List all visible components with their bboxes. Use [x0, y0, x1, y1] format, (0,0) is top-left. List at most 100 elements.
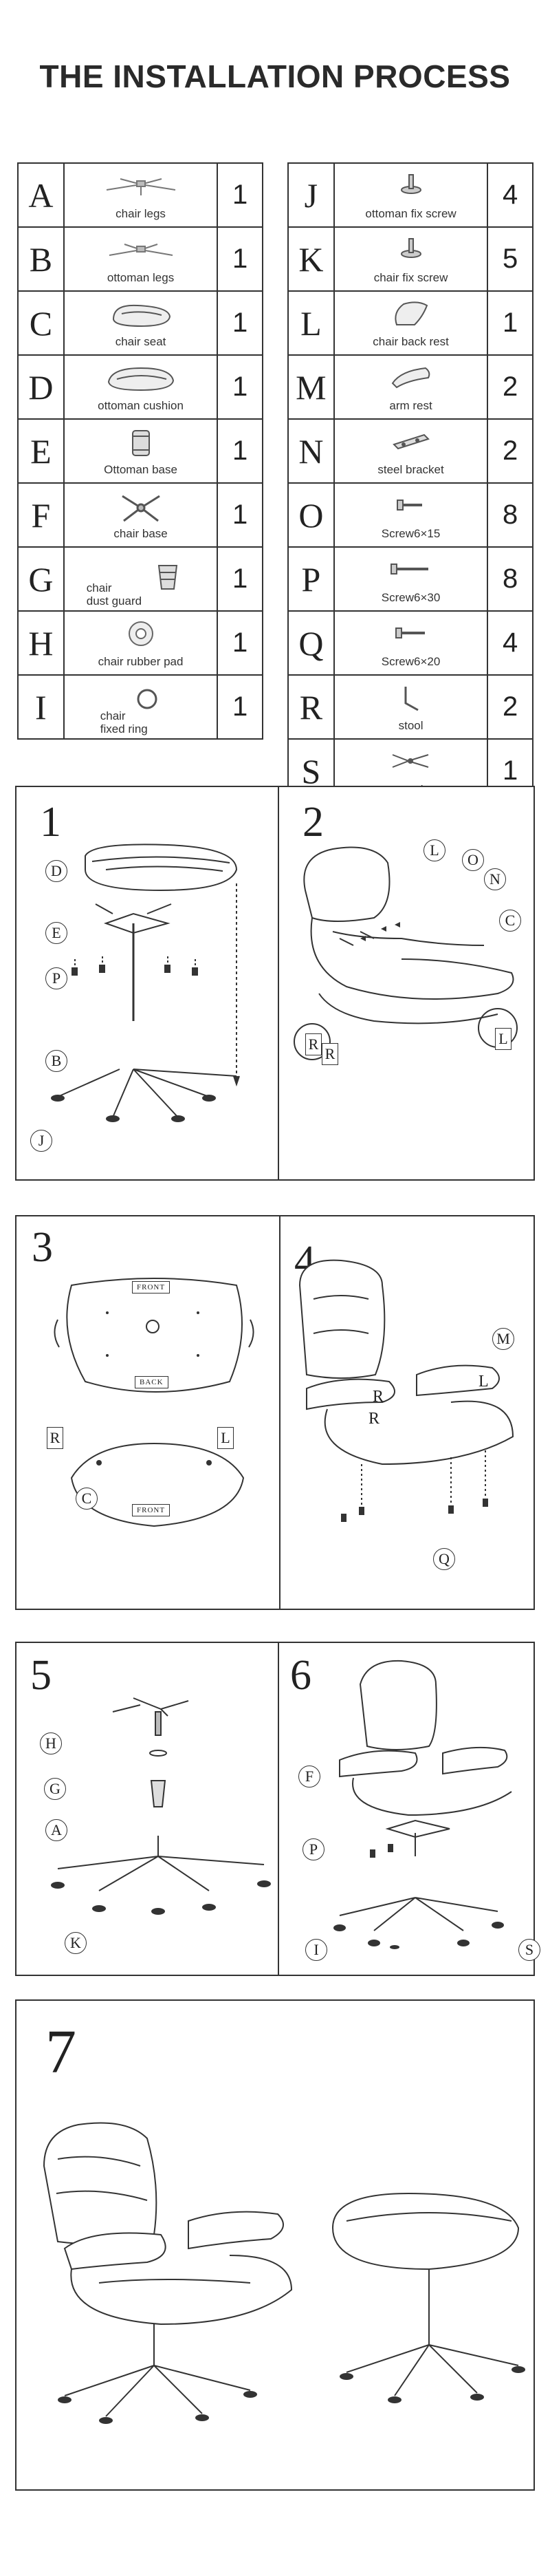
- callout-E: E: [45, 922, 67, 944]
- callout-F: F: [298, 1765, 320, 1788]
- step-number: 2: [302, 799, 324, 846]
- part-name: chair legs: [116, 207, 166, 220]
- part-letter: G: [17, 546, 65, 612]
- part-letter: Q: [287, 610, 335, 676]
- part-letter: K: [287, 226, 335, 292]
- fix-screw-icon: [400, 174, 421, 194]
- panel-divider: [279, 1216, 280, 1609]
- chair-legs-icon: [106, 178, 175, 195]
- step-number: 5: [30, 1652, 52, 1699]
- tag-R: R: [47, 1427, 63, 1449]
- callout-O: O: [462, 849, 484, 871]
- part-letter: A: [17, 162, 65, 228]
- step-number: 1: [40, 799, 61, 846]
- callout-Q: Q: [433, 1548, 455, 1570]
- backrest-assembly-illustration: [294, 846, 518, 1060]
- part-name-line2: fixed ring: [100, 722, 148, 736]
- part-row: A chair legs 1: [17, 162, 263, 228]
- steps-panel-3-4: 3 FRONT BACK FRONT R L C 4: [15, 1215, 535, 1610]
- step-number: 3: [32, 1224, 53, 1271]
- part-qty: 1: [487, 290, 534, 356]
- part-letter: D: [17, 354, 65, 420]
- ottoman-base-icon: [131, 430, 150, 456]
- part-letter: J: [287, 162, 335, 228]
- callout-A: A: [45, 1819, 67, 1841]
- part-row: Q Screw6×20 4: [287, 610, 534, 676]
- part-letter: E: [17, 418, 65, 484]
- part-row: L chair back rest 1: [287, 290, 534, 356]
- fixed-ring-icon: [137, 689, 157, 709]
- part-name: chair seat: [115, 335, 166, 348]
- callout-M: M: [492, 1328, 514, 1350]
- part-letter: F: [17, 482, 65, 548]
- part-letter: M: [287, 354, 335, 420]
- part-qty: 2: [487, 418, 534, 484]
- chair-base-icon: [121, 495, 160, 522]
- step-number: 6: [290, 1652, 311, 1699]
- steps-panel-7: 7: [15, 1999, 535, 2491]
- part-qty: 2: [487, 674, 534, 740]
- part-name: arm rest: [389, 399, 432, 412]
- callout-I: I: [305, 1939, 327, 1961]
- part-letter: I: [17, 674, 65, 740]
- armrest-assembly-illustration: [298, 1259, 514, 1522]
- callout-C: C: [499, 910, 521, 932]
- ottoman-legs-icon: [109, 244, 173, 256]
- front-label-bottom: FRONT: [132, 1504, 170, 1516]
- part-row: M arm rest 2: [287, 354, 534, 420]
- page-title: THE INSTALLATION PROCESS: [39, 58, 511, 94]
- callout-S: S: [518, 1939, 540, 1961]
- letter-R: R: [368, 1410, 380, 1428]
- part-row: N steel bracket 2: [287, 418, 534, 484]
- parts-table-right: J ottoman fix screw 4 K chair fix screw …: [287, 162, 534, 804]
- steps-panel-5-6: 5 H G A K 6: [15, 1642, 540, 1976]
- ottoman-assembly-illustration: [51, 844, 240, 1122]
- part-letter: H: [17, 610, 65, 676]
- part-row: R stool 2: [287, 674, 534, 740]
- part-row: J ottoman fix screw 4: [287, 162, 534, 228]
- part-row: D ottoman cushion 1: [17, 354, 263, 420]
- part-row: K chair fix screw 5: [287, 226, 534, 292]
- part-row: H chair rubber pad 1: [17, 610, 263, 676]
- letter-R: R: [373, 1388, 384, 1406]
- part-row: F chair base 1: [17, 482, 263, 548]
- part-qty: 1: [217, 162, 263, 228]
- callout-P: P: [45, 967, 67, 989]
- part-name: ottoman fix screw: [365, 207, 456, 220]
- panel-divider: [278, 1643, 279, 1975]
- part-qty: 1: [217, 546, 263, 612]
- stool-icon: [404, 687, 419, 711]
- arm-rest-icon: [391, 367, 430, 389]
- callout-B: B: [45, 1050, 67, 1072]
- callout-H: H: [40, 1732, 62, 1754]
- part-qty: 1: [217, 290, 263, 356]
- part-name: Ottoman base: [104, 463, 177, 476]
- part-row: C chair seat 1: [17, 290, 263, 356]
- callout-J: J: [30, 1130, 52, 1152]
- part-qty: 1: [217, 226, 263, 292]
- part-name: steel bracket: [377, 463, 444, 476]
- steps-panel-1-2: 1 D E P B J 2: [15, 786, 535, 1181]
- part-name: chair back rest: [373, 335, 449, 348]
- part-row: E Ottoman base 1: [17, 418, 263, 484]
- part-name-line1: chair: [100, 709, 126, 722]
- front-label: FRONT: [132, 1281, 170, 1294]
- tag-L: L: [495, 1028, 512, 1050]
- callout-L: L: [424, 839, 446, 861]
- part-qty: 4: [487, 610, 534, 676]
- letter-L: L: [478, 1373, 489, 1391]
- screw-icon: [395, 627, 425, 638]
- chair-base-attach-illustration: [333, 1660, 512, 1949]
- panel-divider: [278, 787, 279, 1179]
- callout-C: C: [76, 1488, 98, 1510]
- screw-icon: [390, 564, 428, 575]
- screw-icon: [396, 500, 422, 511]
- assembled-lounge-chair-illustration: [43, 2122, 525, 2424]
- dust-guard-icon: [157, 565, 177, 590]
- tag-R: R: [305, 1033, 322, 1055]
- pliers-icon: [392, 754, 428, 768]
- part-letter: O: [287, 482, 335, 548]
- part-name-line2: dust guard: [86, 594, 142, 608]
- callout-K: K: [65, 1932, 87, 1954]
- part-row: O Screw6×15 8: [287, 482, 534, 548]
